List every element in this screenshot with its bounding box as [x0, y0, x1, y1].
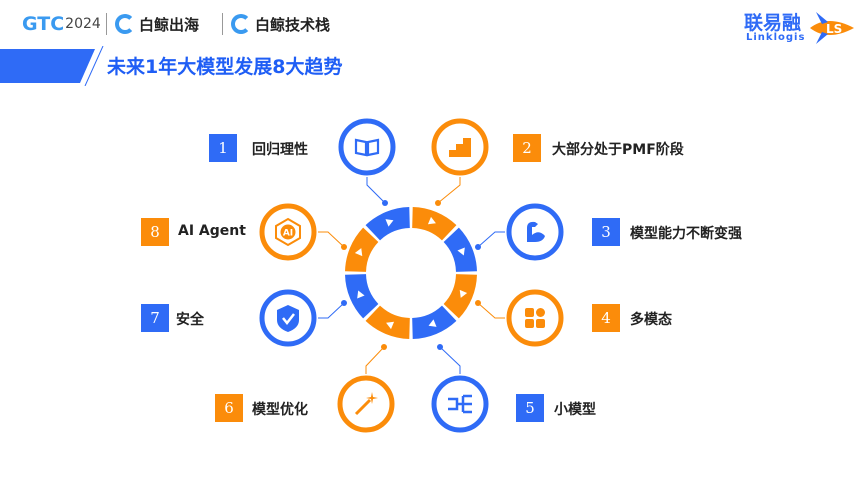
leader-dot	[475, 300, 481, 306]
linklogis-logo-en: Linklogis	[746, 32, 806, 43]
leader-line	[477, 302, 505, 319]
ring-segment	[365, 305, 410, 339]
baijing-logo-icon	[231, 14, 251, 34]
leader-line	[439, 346, 461, 374]
trend-label: 大部分处于PMF阶段	[552, 142, 684, 158]
leader-dot	[435, 200, 441, 206]
network-icon	[448, 394, 472, 414]
segment-arrow-icon	[386, 321, 395, 330]
leader-line	[365, 346, 385, 374]
trend-label: 多模态	[630, 312, 672, 328]
divider	[222, 13, 223, 35]
segment-arrow-icon	[459, 289, 468, 298]
shield-check-icon	[277, 305, 299, 332]
ring-segment	[345, 227, 379, 272]
trend-label: 回归理性	[252, 142, 308, 158]
trend-label: 模型能力不断变强	[630, 226, 742, 242]
ring-segment	[412, 207, 457, 241]
ai-hexagon-icon: AI	[275, 217, 301, 247]
leader-dot	[475, 244, 481, 250]
leader-dot	[381, 344, 387, 350]
baijing-logo-icon	[115, 14, 135, 34]
leader-line	[318, 231, 345, 248]
trend-label: 模型优化	[252, 402, 308, 418]
linklogis-logo-cn: 联易融	[744, 12, 802, 34]
magic-wand-icon	[354, 392, 378, 416]
trend-number-badge: 6	[215, 394, 243, 422]
svg-text:LS: LS	[826, 22, 842, 36]
trend-label: AI Agent	[178, 223, 246, 239]
leader-line	[437, 177, 461, 204]
trend-number-badge: 1	[209, 134, 237, 162]
event-name: GTC	[22, 13, 65, 35]
leader-line	[366, 177, 386, 204]
trend-number-badge: 4	[592, 304, 620, 332]
leader-line	[318, 302, 345, 319]
segment-arrow-icon	[385, 219, 394, 227]
brand-name: 白鲸技术栈	[255, 15, 331, 34]
trend-number-badge: 7	[141, 304, 169, 332]
svg-text:AI: AI	[283, 229, 293, 239]
divider	[106, 13, 107, 35]
trend-number-badge: 2	[513, 134, 541, 162]
stairs-icon	[449, 138, 471, 157]
brand-baijing-chuhai: 白鲸出海	[115, 10, 199, 38]
ring-segment	[443, 274, 477, 319]
trend-number-badge: 5	[516, 394, 544, 422]
linklogis-mark-icon: LS	[810, 12, 854, 44]
trend-number-badge: 8	[141, 218, 169, 246]
segment-arrow-icon	[427, 216, 436, 225]
muscle-icon	[527, 221, 545, 242]
segment-arrow-icon	[457, 247, 465, 256]
book-icon	[354, 138, 380, 157]
grid-icon	[525, 308, 545, 328]
brand-name: 白鲸出海	[139, 15, 200, 34]
brand-baijing-tech: 白鲸技术栈	[231, 10, 330, 38]
icon-circle	[506, 289, 564, 347]
trend-number-badge: 3	[592, 218, 620, 246]
leader-dot	[437, 344, 443, 350]
segment-arrow-icon	[428, 319, 437, 327]
segment-arrow-icon	[354, 248, 363, 257]
segment-arrow-icon	[357, 290, 365, 299]
leader-dot	[341, 244, 347, 250]
leader-line	[477, 231, 505, 248]
trend-label: 小模型	[554, 402, 596, 418]
leader-dot	[341, 300, 347, 306]
title-banner-decoration	[0, 46, 104, 86]
leader-dot	[382, 200, 388, 206]
trend-label: 安全	[176, 312, 204, 328]
event-year: 2024	[65, 16, 101, 32]
page-title: 未来1年大模型发展8大趋势	[107, 56, 343, 78]
icon-circle	[506, 203, 564, 261]
